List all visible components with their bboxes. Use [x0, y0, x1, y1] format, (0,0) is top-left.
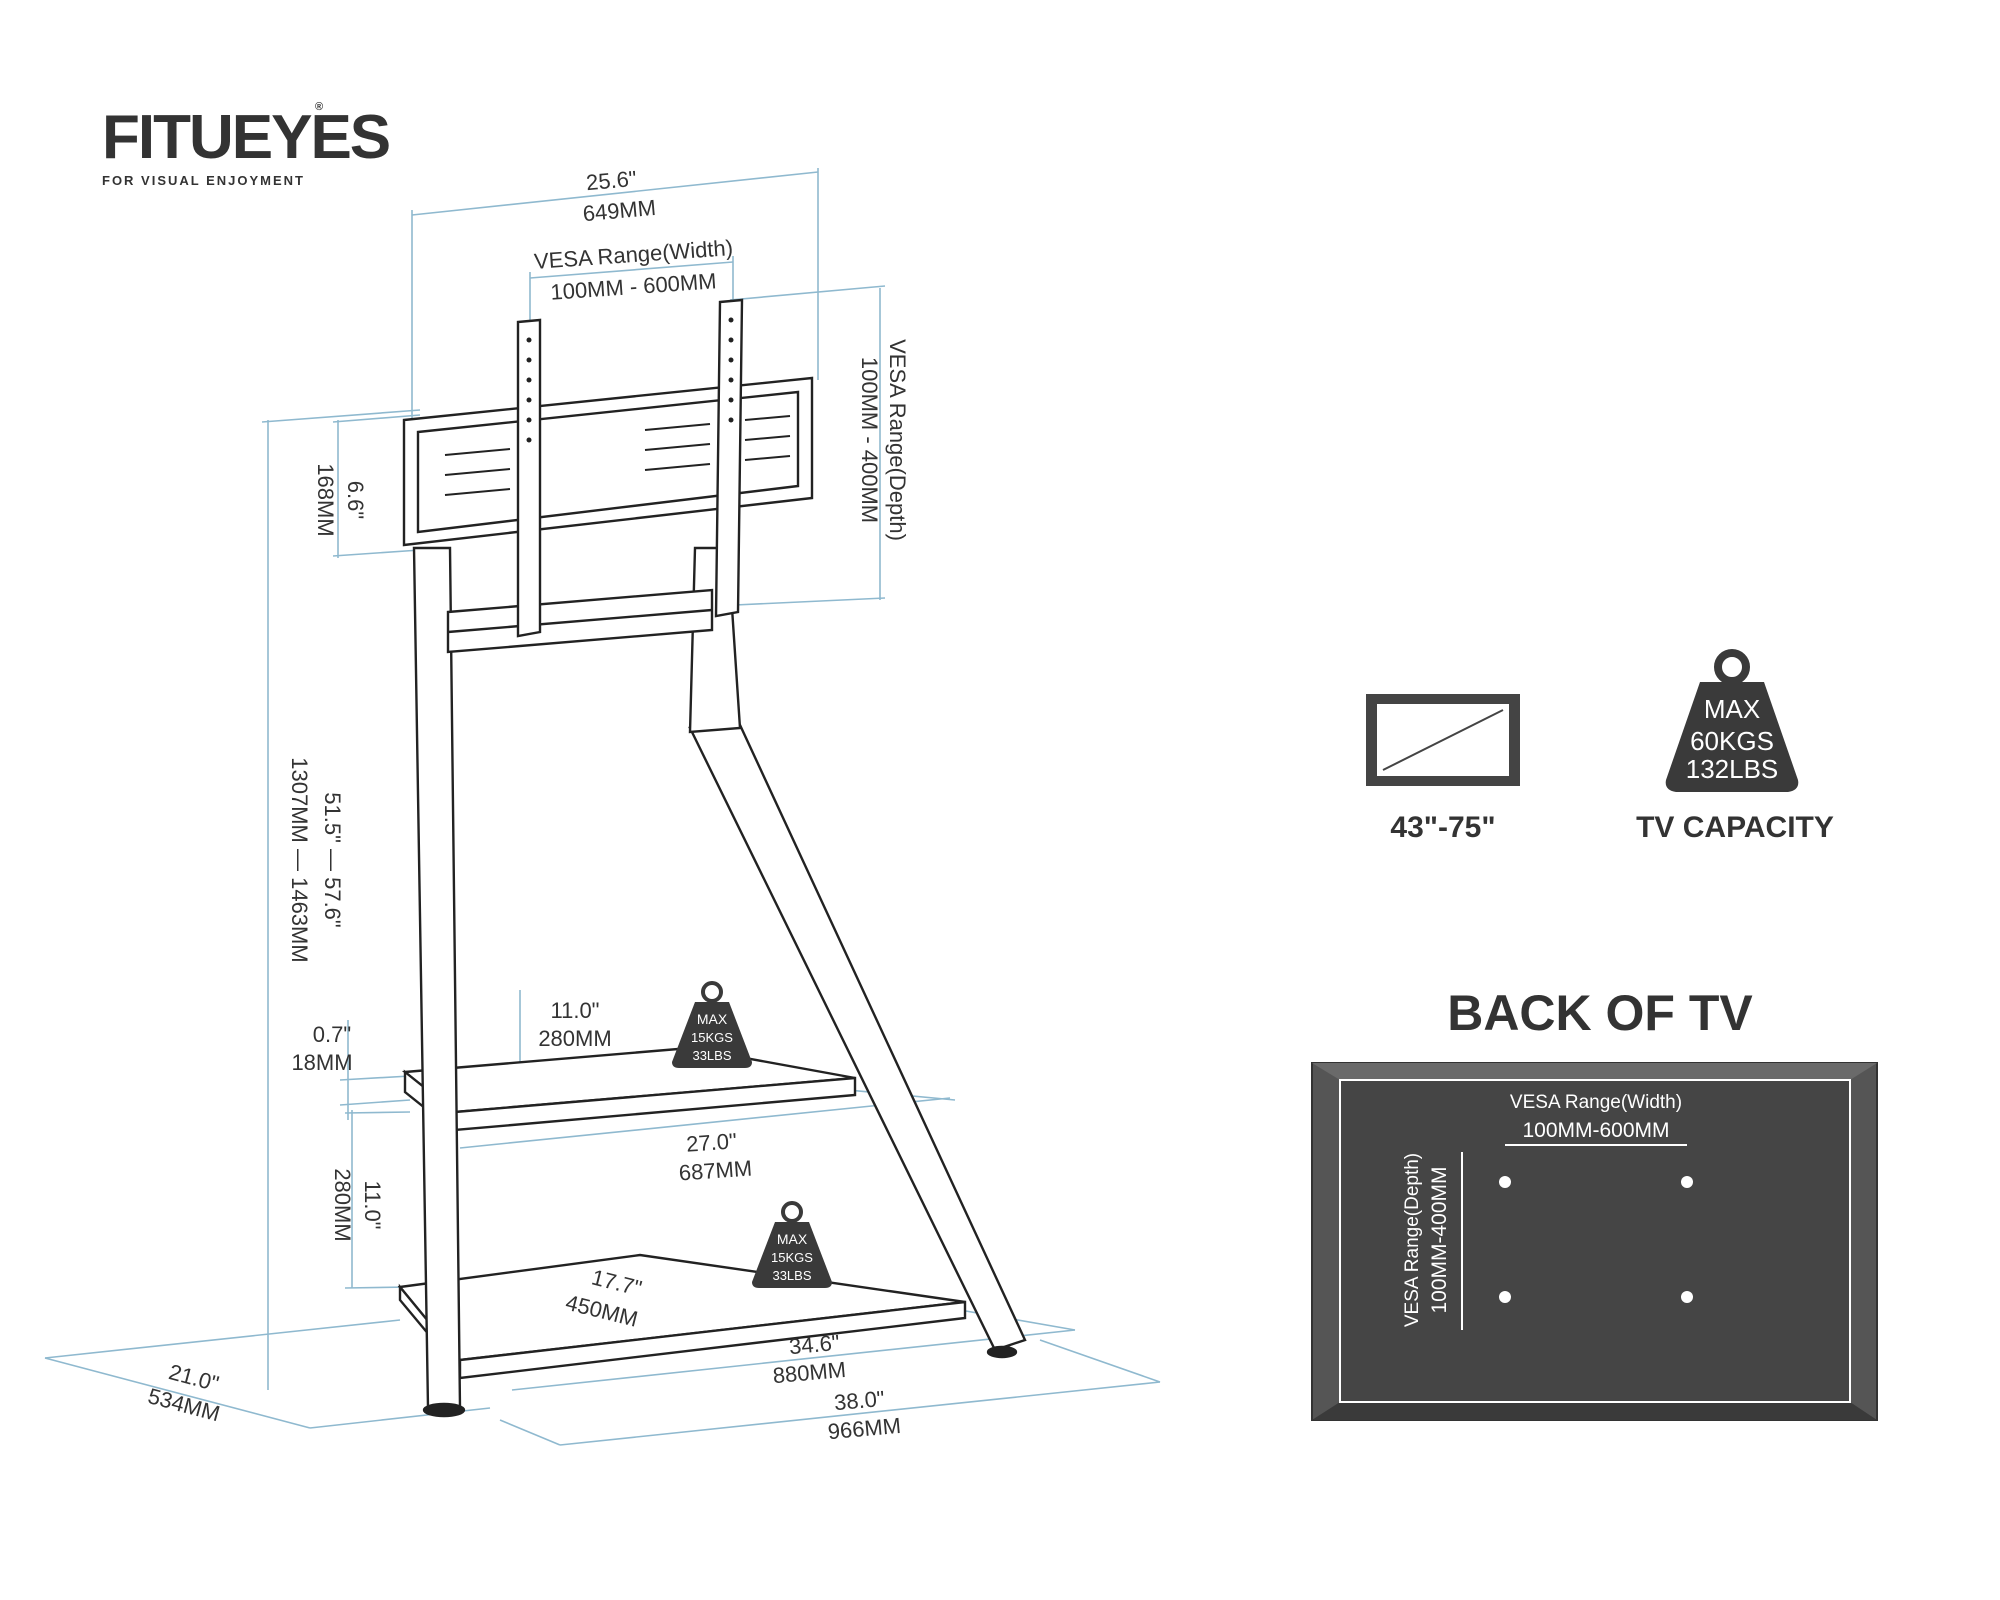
overall-height-mm: 1307MM — 1463MM: [287, 757, 312, 962]
top-width-in: 25.6": [585, 166, 638, 195]
brand-name: FITUEYES: [102, 103, 389, 172]
base-width-mm: 966MM: [827, 1413, 902, 1444]
bracket-plate-inner: [416, 390, 800, 534]
vesa-arm-left: [516, 318, 542, 638]
upper-shelf-width-mm: 687MM: [678, 1155, 753, 1185]
shelf-gap-mm: 280MM: [330, 1168, 355, 1241]
overall-height-in: 51.5" — 57.6": [320, 792, 345, 927]
vesa-hole-tl: [1499, 1176, 1511, 1188]
upper-shelf-weight-icon: MAX 15KGS 33LBS: [672, 981, 752, 1068]
back-width-value: 100MM-600MM: [1522, 1119, 1669, 1142]
lower-shelf-weight-icon: MAX 15KGS 33LBS: [752, 1201, 832, 1288]
upper-shelf-depth-mm: 280MM: [538, 1026, 611, 1051]
vesa-hole-tr: [1681, 1176, 1693, 1188]
upper-weight-max: MAX: [697, 1011, 728, 1027]
weight-icon: [1665, 649, 1799, 792]
dimension-lines: [44, 168, 1161, 1446]
front-foot: [422, 1402, 466, 1418]
lower-weight-max: MAX: [777, 1231, 808, 1247]
tv-capacity-label: TV CAPACITY: [1636, 811, 1834, 844]
back-depth-value: 100MM-400MM: [1428, 1166, 1451, 1313]
bracket-height-mm: 168MM: [313, 463, 338, 536]
lower-weight-lbs: 33LBS: [772, 1268, 811, 1283]
vesa-hole-bl: [1499, 1291, 1511, 1303]
registered-mark: ®: [315, 101, 323, 113]
tv-capacity-kgs: 60KGS: [1690, 726, 1774, 756]
tv-size-range: 43"-75": [1390, 811, 1495, 844]
lower-shelf-width-in: 34.6": [788, 1330, 841, 1359]
brand-logo: FITUEYES ® FOR VISUAL ENJOYMENT: [102, 101, 391, 188]
tv-capacity-block: MAX 60KGS 132LBS TV CAPACITY: [1636, 649, 1834, 844]
back-of-tv-panel: BACK OF TV VESA Range(Width) 100MM-600MM…: [1311, 985, 1878, 1421]
brand-tagline: FOR VISUAL ENJOYMENT: [102, 173, 305, 188]
vesa-hole-br: [1681, 1291, 1693, 1303]
tv-capacity-max: MAX: [1704, 694, 1760, 724]
upper-weight-kgs: 15KGS: [691, 1030, 733, 1045]
tv-capacity-lbs: 132LBS: [1686, 754, 1779, 784]
shelf-thickness-in: 0.7": [313, 1022, 351, 1047]
lower-weight-kgs: 15KGS: [771, 1250, 813, 1265]
vesa-depth-value: 100MM - 400MM: [857, 357, 882, 523]
shelf-gap-in: 11.0": [360, 1181, 385, 1230]
back-of-tv-title: BACK OF TV: [1447, 985, 1753, 1041]
upper-weight-lbs: 33LBS: [692, 1048, 731, 1063]
front-post: [412, 546, 462, 1410]
upper-shelf-width-in: 27.0": [685, 1128, 737, 1156]
shelf-thickness-mm: 18MM: [291, 1050, 352, 1075]
base-width-in: 38.0": [833, 1386, 886, 1415]
back-width-label: VESA Range(Width): [1510, 1092, 1682, 1113]
rear-foot: [986, 1345, 1018, 1359]
top-width-mm: 649MM: [582, 195, 657, 226]
lower-shelf-width-mm: 880MM: [772, 1357, 847, 1388]
tv-stand-drawing: [397, 298, 1027, 1418]
vesa-arm-right: [714, 298, 744, 618]
back-depth-label: VESA Range(Depth): [1402, 1153, 1423, 1327]
tv-size-block: 43"-75": [1366, 694, 1520, 844]
bracket-height-in: 6.6": [343, 481, 368, 519]
upper-shelf-depth-in: 11.0": [551, 998, 600, 1023]
vesa-depth-label: VESA Range(Depth): [885, 339, 910, 541]
